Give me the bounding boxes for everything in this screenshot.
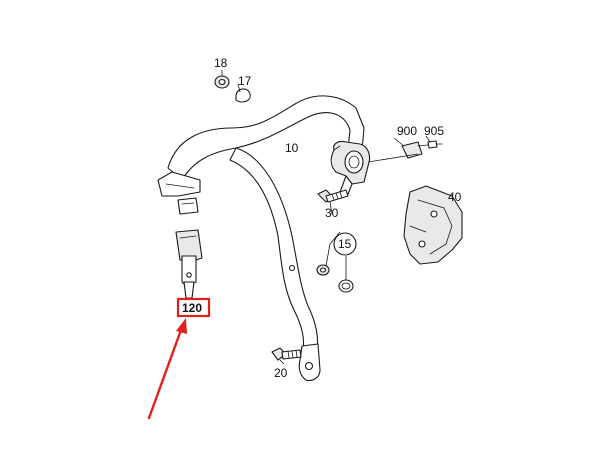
highlight-120[interactable]: 120 bbox=[176, 297, 211, 318]
bolt-20[interactable] bbox=[271, 347, 302, 361]
bolt-30[interactable] bbox=[317, 189, 349, 203]
bracket-40[interactable] bbox=[403, 185, 463, 265]
cover-cap-17[interactable] bbox=[235, 88, 251, 103]
belt-retractor[interactable] bbox=[330, 140, 371, 195]
callout-900: 900 bbox=[397, 124, 417, 138]
callout-40: 40 bbox=[448, 190, 462, 204]
leader-lines bbox=[221, 70, 431, 365]
callout-30: 30 bbox=[325, 206, 339, 220]
callout-20: 20 bbox=[274, 366, 288, 380]
callout-17: 17 bbox=[238, 74, 252, 88]
connector-pin-905[interactable] bbox=[427, 140, 443, 149]
callout-10: 10 bbox=[285, 141, 299, 155]
callout-15: 15 bbox=[338, 237, 352, 251]
callout-905: 905 bbox=[424, 124, 444, 138]
highlight-box bbox=[176, 297, 211, 318]
belt-webbing[interactable] bbox=[157, 95, 365, 382]
belt-buckle-120[interactable] bbox=[175, 229, 203, 299]
highlight-arrow bbox=[147, 318, 187, 420]
callout-15-circle bbox=[333, 232, 357, 256]
callout-120: 120 bbox=[182, 301, 202, 315]
nut-15[interactable] bbox=[316, 264, 330, 276]
belt-tongue[interactable] bbox=[177, 197, 199, 215]
callout-18: 18 bbox=[214, 56, 228, 70]
nut-18[interactable] bbox=[214, 75, 230, 89]
cover-cap-15[interactable] bbox=[338, 279, 354, 293]
